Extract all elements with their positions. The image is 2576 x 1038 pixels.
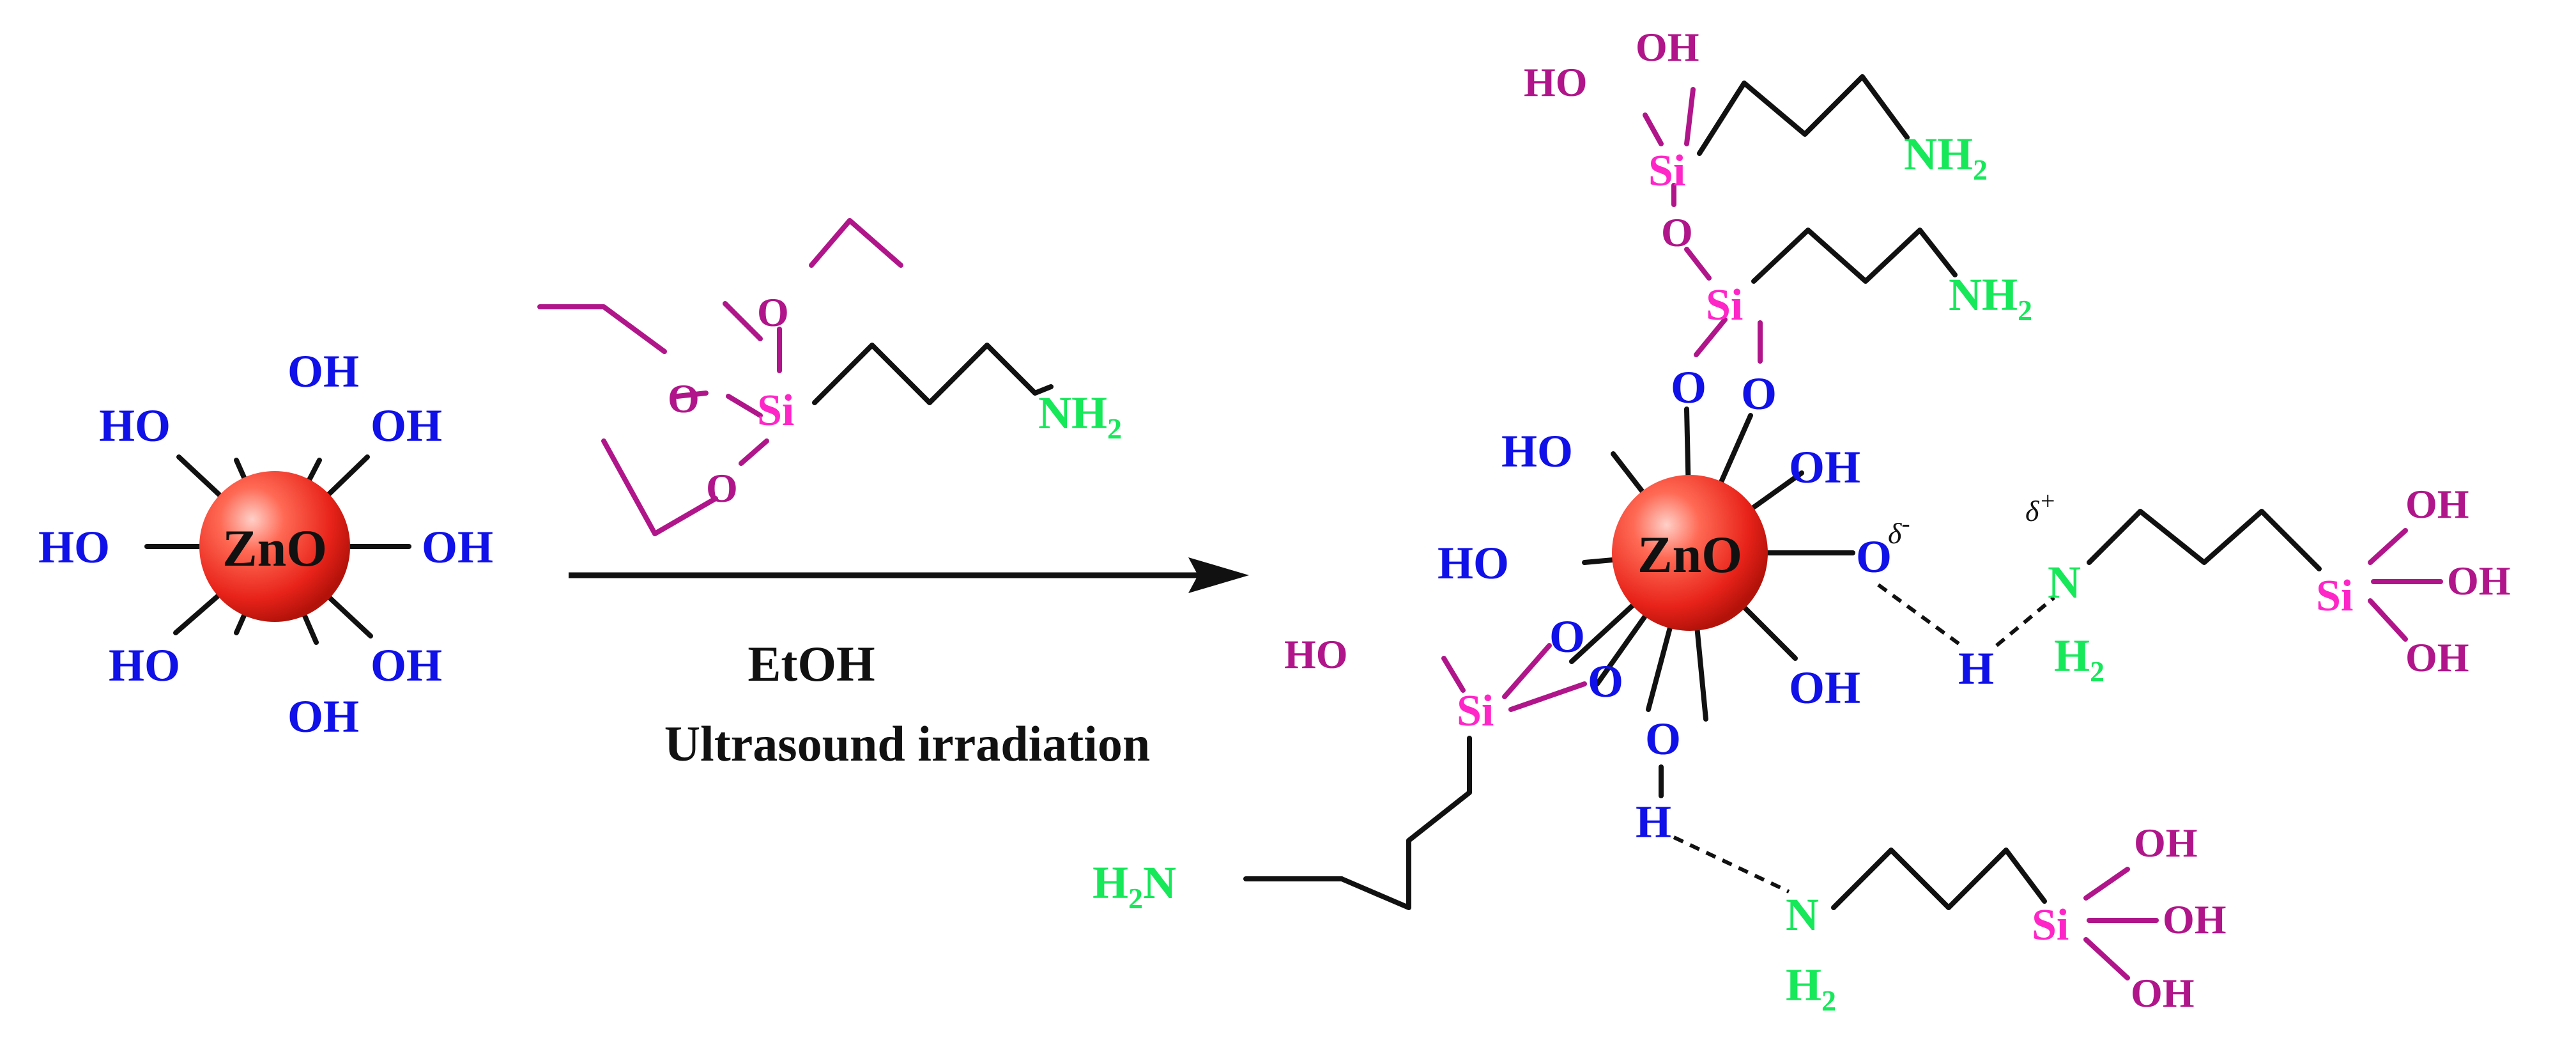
siloxane-oxygen: O	[1661, 210, 1693, 255]
propyl-chain	[812, 343, 1054, 405]
silicon-atom: Si	[1457, 686, 1494, 736]
oh-group: OH	[288, 346, 359, 397]
silicon-atom: Si	[2316, 571, 2353, 621]
amine-nitrogen: N	[1786, 889, 1819, 940]
bridging-oxygen: O	[1549, 611, 1585, 662]
silicon-atom: Si	[757, 386, 794, 435]
zno-reactant: ZnO OH HO OH HO OH HO OH OH	[38, 346, 493, 742]
zno-core-label: ZnO	[222, 519, 327, 577]
hydrogen-atom: H	[1958, 643, 1994, 694]
delta-minus-label: δ-	[1888, 509, 1910, 550]
zno-particle-sphere	[1612, 475, 1768, 631]
oh-group: OH	[1789, 662, 1860, 713]
silanol-group: OH	[2134, 820, 2198, 865]
bridging-oxygen: O	[1645, 713, 1681, 764]
method-label: Ultrasound irradiation	[664, 716, 1151, 771]
silicon-atom: Si	[1706, 281, 1743, 330]
amine-group: NH2	[1949, 269, 2032, 327]
silicon-atom: Si	[2032, 901, 2069, 950]
oh-group: HO	[1438, 538, 1509, 589]
amine-group: NH2	[1904, 128, 1988, 186]
ethoxy-oxygen: O	[706, 465, 738, 511]
silicon-atom: Si	[1648, 146, 1685, 196]
oh-group: HO	[1501, 426, 1573, 477]
amine-group: NH2	[1038, 387, 1122, 445]
silanol-group: OH	[2163, 897, 2227, 942]
ethoxy-chains	[537, 218, 903, 536]
bridging-oxygen: O	[1671, 362, 1706, 413]
oh-group: OH	[371, 400, 442, 451]
reaction-arrow	[569, 557, 1249, 593]
hydrogen-bond	[1673, 835, 1790, 894]
functionalized-product: ZnO HO OH HO OH O O Si NH2 O Si NH2 HO O…	[1092, 24, 2511, 1017]
bottom-hbond-silane: O H N H2 Si OH OH OH	[1636, 713, 2227, 1017]
oh-group: HO	[38, 522, 110, 573]
top-silane-stack: Si NH2 O Si NH2 HO OH	[1524, 24, 2032, 330]
hydrogen-atom: H	[1636, 796, 1671, 848]
zno-particle-sphere	[199, 471, 350, 622]
silanol-group: OH	[2447, 558, 2511, 603]
amine-hydrogens: H2	[2054, 630, 2104, 688]
silanol-group: OH	[2405, 481, 2469, 527]
ethoxy-oxygen: O	[757, 290, 789, 335]
amine-group: H2N	[1092, 857, 1176, 915]
bridging-oxygen: O	[1588, 656, 1623, 707]
amine-nitrogen: N	[2048, 557, 2081, 608]
oh-group: OH	[422, 522, 493, 573]
ethoxy-oxygen: O	[668, 376, 700, 421]
hydrogen-bond	[1877, 583, 1963, 647]
zno-core-label: ZnO	[1637, 525, 1742, 584]
silanol-group: OH	[2405, 635, 2469, 680]
silanol-group: OH	[1636, 24, 1699, 70]
right-hbond-silane: O δ- H δ+ N H2 Si OH OH OH	[1856, 481, 2511, 694]
oh-group: HO	[109, 640, 180, 691]
oh-group: OH	[1789, 442, 1860, 493]
hydrogen-bond	[1995, 596, 2055, 647]
aptes-reagent: O O O Si NH2	[537, 218, 1122, 536]
bridging-oxygen: O	[1741, 368, 1777, 419]
amine-hydrogens: H2	[1786, 959, 1836, 1017]
delta-plus-label: δ+	[2025, 486, 2056, 527]
silanol-group: HO	[1524, 59, 1588, 105]
oh-group: HO	[99, 400, 171, 451]
oh-group: OH	[288, 691, 359, 742]
left-silane: O O Si HO H2N	[1092, 611, 1623, 915]
silanol-group: HO	[1284, 631, 1348, 677]
silanol-group: OH	[2131, 970, 2195, 1016]
bridging-oxygen: O	[1856, 531, 1892, 582]
solvent-label: EtOH	[747, 636, 875, 692]
oh-group: OH	[371, 640, 442, 691]
